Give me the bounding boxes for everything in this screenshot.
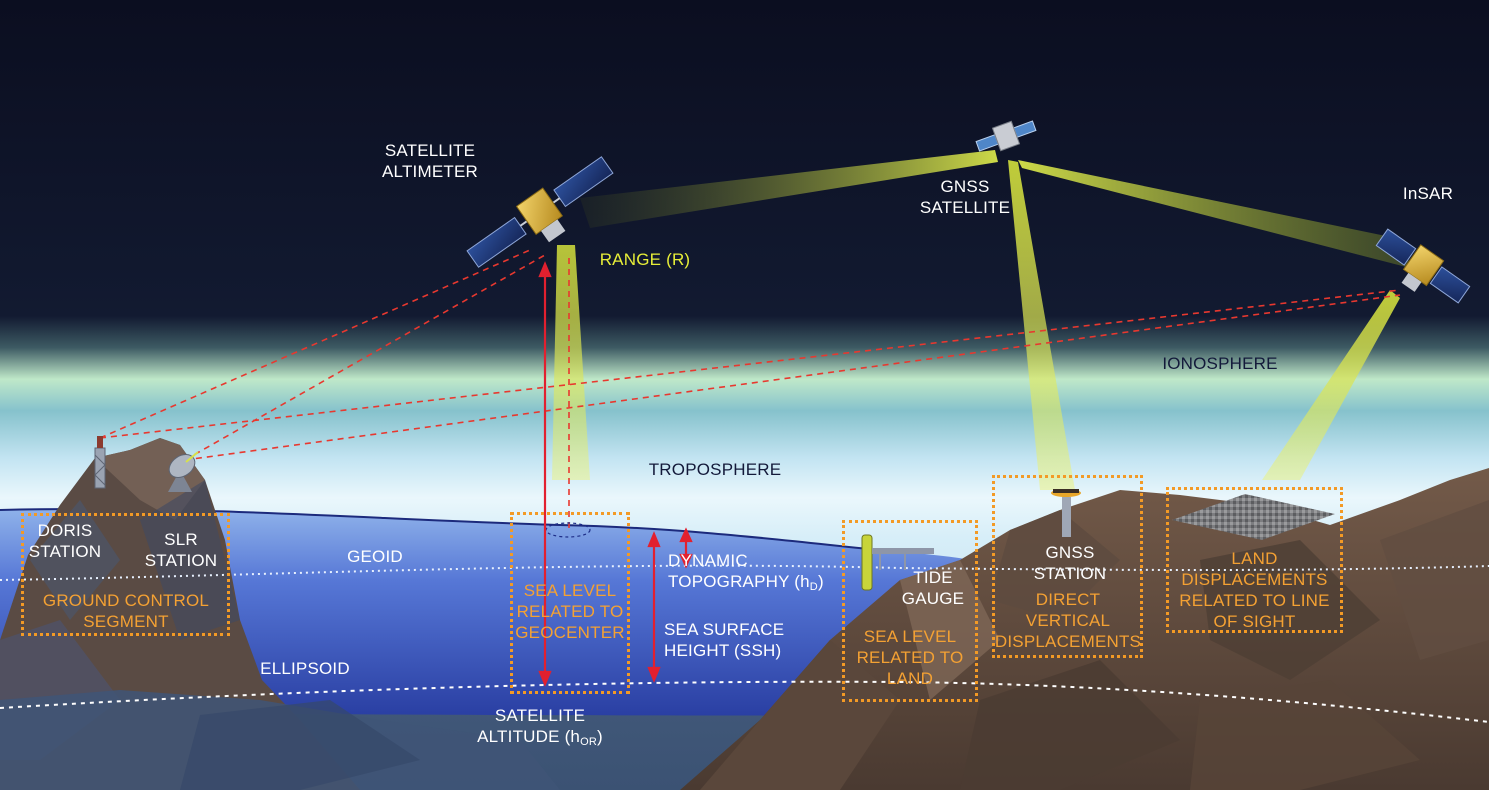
ground-control-segment-label: GROUND CONTROL SEGMENT [42,591,210,631]
ground-control-box [21,513,230,636]
gnss-station-box [992,475,1143,658]
gnss-station-label: GNSS STATION [1033,543,1107,583]
satellite-altitude-label: SATELLITE ALTITUDE (hOR) [470,705,610,753]
slr-station-label: SLR STATION [144,530,218,570]
range-label: RANGE (R) [599,250,691,269]
dynamic-topography-label: DYNAMIC TOPOGRAPHY (hD) [668,550,848,598]
ionosphere-label: IONOSPHERE [1162,354,1278,373]
land-displacements-label: LAND DISPLACEMENTS RELATED TO LINE OF SI… [1179,549,1330,631]
altimeter-radar-beam [552,245,590,480]
satellite-altitude-subscript: OR [580,736,597,748]
altimeter-gnss-link-beam [580,150,998,228]
dynamic-topography-close: ) [817,572,824,591]
satellite-altitude-close: ) [597,727,603,746]
insar-label: InSAR [1402,184,1454,203]
sea-level-land-label: SEA LEVEL RELATED TO LAND [856,627,964,688]
slr-dish-icon [168,451,199,492]
insar-terrain-patch-icon [1172,494,1335,540]
gnss-station-beam [1008,160,1075,490]
doris-station-label: DORIS STATION [28,521,102,561]
sea-level-geocenter-label: SEA LEVEL RELATED TO GEOCENTER [515,581,625,642]
troposphere-label: TROPOSPHERE [648,460,782,479]
measurement-arrows [538,261,693,687]
gnss-satellite-label: GNSS SATELLITE [919,177,1011,217]
satellite-altimeter-label: SATELLITE ALTIMETER [382,141,478,181]
insar-satellite-icon [1375,228,1471,304]
ellipsoid-label: ELLIPSOID [260,659,350,678]
dynamic-topography-subscript: D [809,581,818,593]
direct-vertical-displacements-label: DIRECT VERTICAL DISPLACEMENTS [994,590,1142,651]
sea-level-geocenter-box [510,512,630,694]
ellipsoid-line [0,680,1489,723]
tide-gauge-icon [861,534,934,591]
insar-radar-beam [1262,290,1400,480]
gnss-satellite-icon [975,120,1037,152]
geoid-label: GEOID [347,547,403,566]
sea-surface-height-label: SEA SURFACE HEIGHT (SSH) [664,620,785,660]
doris-tower-icon [94,436,106,489]
dynamic-topography-text: DYNAMIC TOPOGRAPHY (h [668,551,810,591]
gnss-antenna-icon [1051,489,1081,537]
gnss-insar-link-beam [1018,160,1410,268]
insar-box [1166,487,1343,633]
tide-gauge-box [842,520,978,702]
satellite-altitude-text: SATELLITE ALTITUDE (h [477,706,586,746]
sea [0,508,1040,716]
altimeter-satellite-icon [466,156,614,268]
laser-links [99,249,1401,530]
tide-gauge-label: TIDE GAUGE [901,568,965,608]
